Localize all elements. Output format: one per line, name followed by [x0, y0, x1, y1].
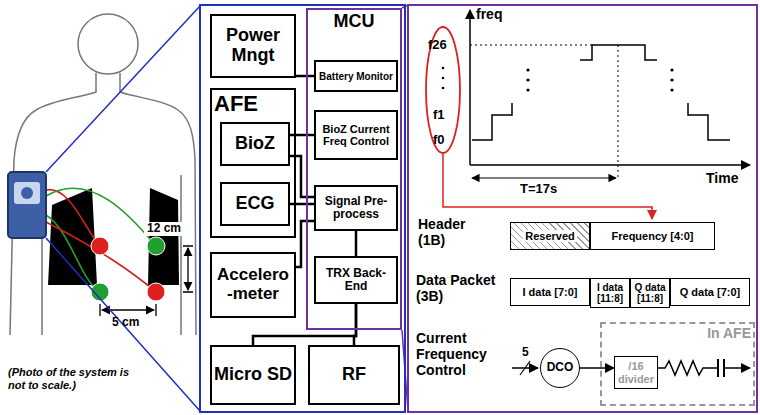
- connector: [580, 367, 614, 369]
- block-heading: In AFE: [604, 326, 751, 341]
- block-text: RF: [342, 365, 366, 385]
- detail-panel: [408, 5, 757, 412]
- connector: [355, 231, 358, 256]
- connector: [296, 221, 314, 267]
- block-text: Micro SD: [214, 365, 292, 385]
- zoom-lines: [46, 5, 408, 411]
- caption-note: (Photo of the system is not to scale.): [8, 366, 140, 391]
- header-field: Frequency [4:0]: [590, 222, 715, 250]
- dimension-label: 5 cm: [112, 316, 152, 330]
- mcu-sub-block: TRX Back-End: [314, 256, 398, 304]
- radio-block: RF: [308, 345, 400, 405]
- afe-sub-block: ECG: [220, 182, 290, 226]
- block-text: Frequency [4:0]: [612, 230, 694, 242]
- row-label: Header (1B): [418, 216, 480, 248]
- mcu-sub-block: Battery Monitor: [314, 60, 398, 92]
- axis-label: Time: [706, 170, 750, 186]
- afe-block: BioZ ECG AFE: [210, 88, 296, 238]
- packet-field: I data [7:0]: [510, 278, 590, 306]
- block-text: BioZ Current Freq Control: [318, 123, 394, 147]
- dco-circle: DCO: [540, 348, 580, 388]
- packet-field: I data [11:8]: [590, 278, 630, 308]
- block-text: BioZ: [235, 134, 275, 154]
- storage-block: Micro SD: [210, 345, 296, 405]
- axis-label: freq: [476, 6, 516, 22]
- sensor-block: Accelero -meter: [210, 252, 296, 318]
- electrode-wires: [46, 188, 156, 292]
- packet-field: Q data [7:0]: [670, 278, 750, 306]
- frequency-label: f1: [433, 108, 455, 123]
- connector: [296, 75, 314, 78]
- block-heading: MCU: [310, 12, 398, 32]
- block-text: Power Mngt: [214, 26, 292, 66]
- electrodes: [91, 237, 165, 301]
- block-text: Battery Monitor: [319, 71, 393, 82]
- row-label: Current Frequency Control: [416, 330, 506, 378]
- mcu-sub-block: BioZ Current Freq Control: [314, 110, 398, 160]
- leader-arrow: [443, 153, 652, 219]
- connector: [354, 304, 356, 345]
- block-text: Reserved: [523, 230, 577, 242]
- block-text: DCO: [547, 361, 574, 374]
- dimension: [100, 246, 193, 316]
- power-block: Power Mngt: [210, 14, 296, 78]
- connector: [290, 203, 314, 206]
- block-heading: AFE: [214, 92, 292, 116]
- block-text: Accelero -meter: [214, 266, 292, 303]
- block-text: I data [11:8]: [593, 282, 627, 304]
- connector: [290, 156, 314, 197]
- frequency-label: f26: [428, 38, 458, 53]
- row-label: Data Packet (3B): [416, 272, 508, 304]
- block-text: TRX Back-End: [318, 267, 394, 293]
- block-text: Q data [7:0]: [680, 286, 741, 298]
- ellipsis-dots: [442, 67, 674, 92]
- block-text: /16 divider: [617, 360, 655, 384]
- mcu-sub-block: Signal Pre-process: [314, 185, 398, 231]
- lung: [148, 188, 179, 285]
- device: [8, 172, 46, 238]
- system-panel: [200, 5, 405, 412]
- frequency-label: f0: [433, 133, 455, 148]
- divider-block: /16 divider: [614, 356, 658, 389]
- block-text: Signal Pre-process: [318, 195, 394, 221]
- bus-width-label: 5: [522, 346, 534, 360]
- frequency-graph: [470, 10, 750, 180]
- highlight-ellipse: [426, 27, 460, 153]
- packet-field: Q data [11:8]: [630, 278, 670, 308]
- afe-sub-block: BioZ: [220, 122, 290, 166]
- header-field: Reserved: [510, 222, 590, 250]
- connector: [290, 134, 314, 137]
- period-label: T=17s: [520, 182, 580, 197]
- mcu-block: Battery MonitorBioZ Current Freq Control…: [306, 8, 402, 330]
- block-text: ECG: [235, 194, 274, 214]
- afe-region: /16 divider In AFE: [600, 322, 755, 406]
- block-text: Q data [11:8]: [633, 282, 667, 304]
- dimension-label: 12 cm: [144, 222, 184, 236]
- block-text: I data [7:0]: [522, 286, 577, 298]
